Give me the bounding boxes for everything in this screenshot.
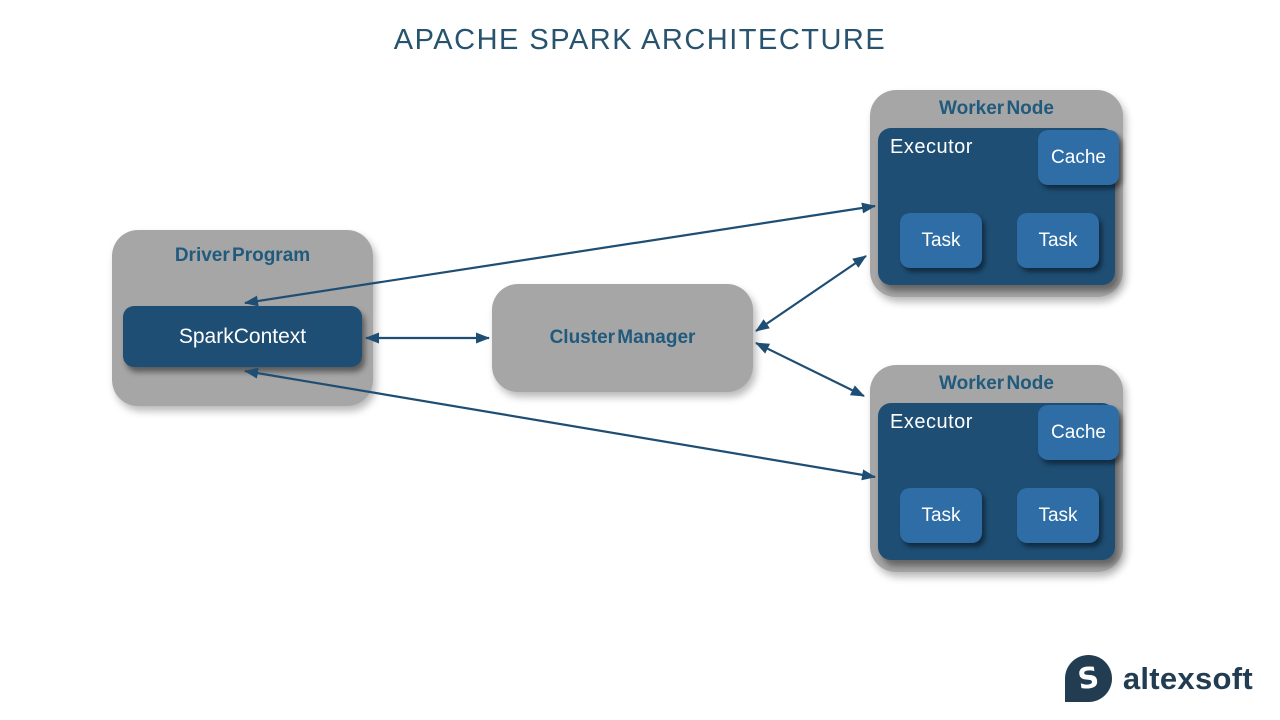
task-label: Task <box>1038 504 1078 526</box>
altexsoft-logo: S altexsoft <box>1064 655 1253 702</box>
arrow-clustermanager-worker1 <box>755 255 867 332</box>
worker-node-1-box: Worker Node Executor Cache Task Task <box>870 90 1123 297</box>
task-box: Task <box>1017 488 1099 543</box>
cache-label: Cache <box>1051 421 1106 443</box>
spark-context-label: SparkContext <box>178 324 307 348</box>
cache-box: Cache <box>1038 130 1119 185</box>
logo-letter: S <box>1075 659 1101 696</box>
cache-box: Cache <box>1038 405 1119 460</box>
worker-node-1-label: Worker Node <box>939 98 1054 119</box>
page-title: APACHE SPARK ARCHITECTURE <box>393 24 887 56</box>
task-label: Task <box>1038 229 1078 251</box>
cluster-manager-box: Cluster Manager <box>492 284 753 392</box>
task-box: Task <box>1017 213 1099 268</box>
driver-program-box: Driver Program SparkContext <box>112 230 373 406</box>
cache-label: Cache <box>1051 146 1106 168</box>
altexsoft-logo-icon: S <box>1064 655 1112 702</box>
task-box: Task <box>900 213 982 268</box>
worker-node-2-executor-box: Executor Cache Task Task <box>878 403 1119 560</box>
altexsoft-brand-text: altexsoft <box>1122 660 1253 696</box>
executor-label: Executor <box>890 136 973 158</box>
executor-label: Executor <box>890 411 973 433</box>
worker-node-2-label: Worker Node <box>939 373 1054 394</box>
cluster-manager-label: Cluster Manager <box>549 327 696 348</box>
task-label: Task <box>921 229 961 251</box>
task-box: Task <box>900 488 982 543</box>
arrow-clustermanager-worker2 <box>755 342 865 397</box>
task-label: Task <box>921 504 961 526</box>
driver-program-label: Driver Program <box>174 245 311 266</box>
worker-node-1-executor-box: Executor Cache Task Task <box>878 128 1119 285</box>
spark-context-box: SparkContext <box>123 306 362 367</box>
worker-node-2-box: Worker Node Executor Cache Task Task <box>870 365 1123 572</box>
